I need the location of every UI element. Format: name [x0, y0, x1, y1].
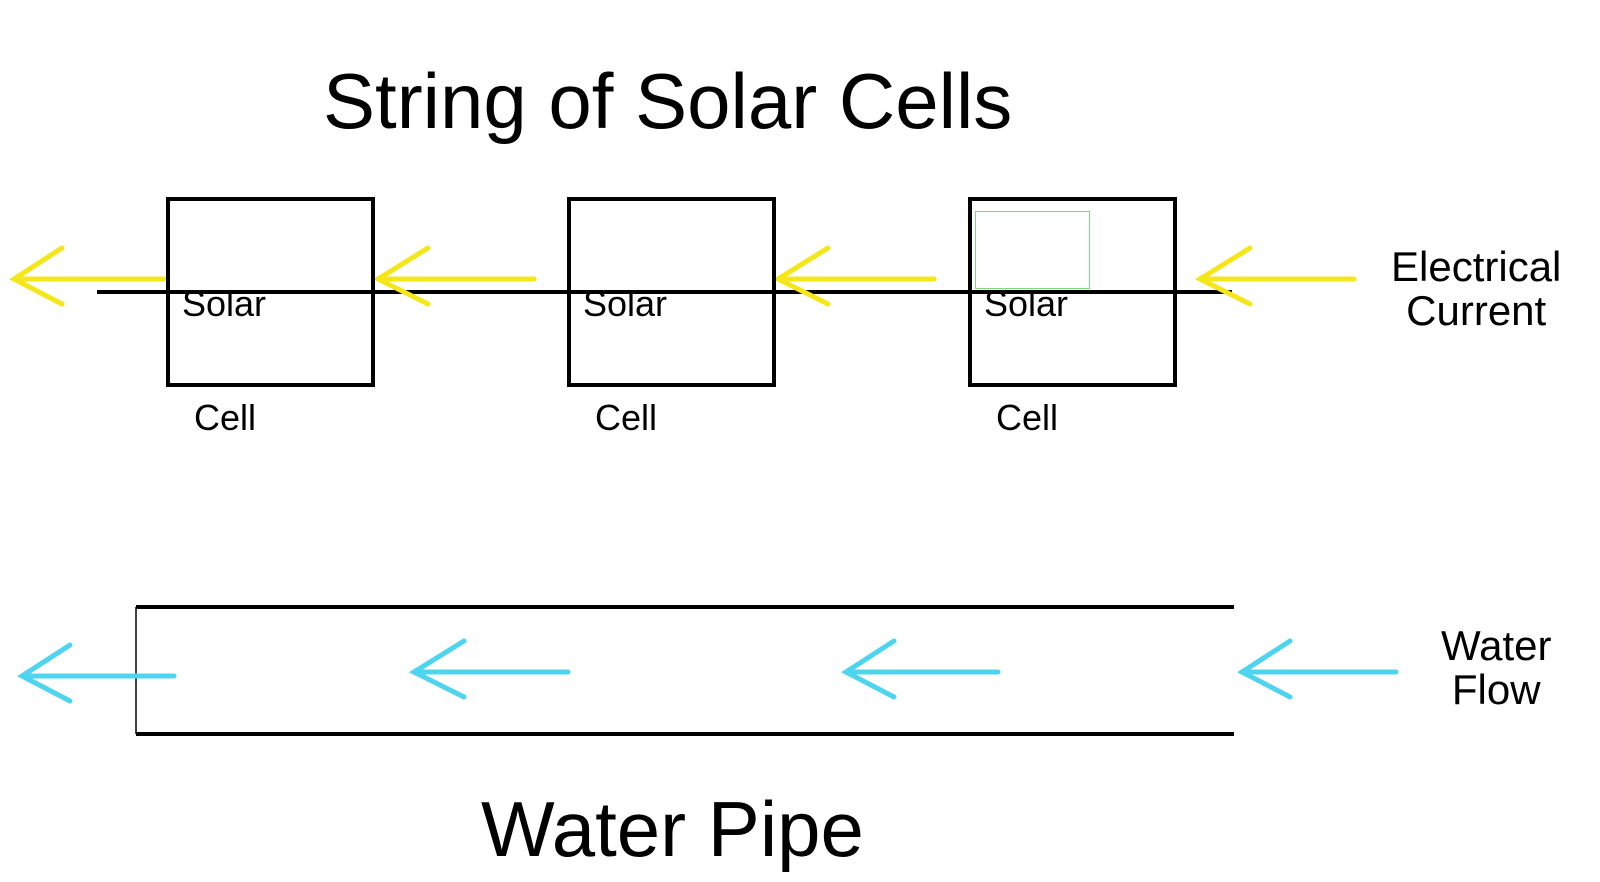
- solar-cell-label-line1: Solar: [583, 283, 668, 324]
- solar-cell-label-line1: Solar: [984, 283, 1069, 324]
- solar-cell-label: Solar Cell: [583, 209, 667, 513]
- water-flow-label: Water Flow: [1441, 624, 1551, 712]
- solar-cell-label-line1: Solar: [182, 283, 267, 324]
- selection-frame: [975, 211, 1090, 289]
- current-arrow-icon: [9, 245, 167, 307]
- solar-cell-label: Solar Cell: [984, 209, 1068, 513]
- solar-cell-box: Solar Cell: [968, 197, 1177, 437]
- solar-cell-box: Solar Cell: [166, 197, 375, 437]
- diagram-title-solar: String of Solar Cells: [323, 57, 1013, 145]
- water-arrow-icon: [408, 638, 571, 700]
- electrical-current-label-line2: Current: [1406, 287, 1547, 334]
- solar-cell-label: Solar Cell: [182, 209, 266, 513]
- solar-cell-label-line2: Cell: [194, 397, 257, 438]
- current-arrow-icon: [372, 245, 537, 307]
- water-arrow-icon: [1237, 638, 1399, 700]
- diagram-title-water: Water Pipe: [481, 785, 864, 873]
- current-arrow-icon: [1194, 245, 1357, 307]
- water-arrow-icon: [841, 638, 1001, 700]
- water-arrow-icon: [17, 642, 177, 704]
- electrical-current-label: Electrical Current: [1391, 245, 1561, 333]
- solar-cell-box: Solar Cell: [567, 197, 776, 437]
- solar-cell-label-line2: Cell: [595, 397, 658, 438]
- solar-cell-label-line2: Cell: [996, 397, 1059, 438]
- water-flow-label-line1: Water: [1441, 622, 1552, 669]
- electrical-current-label-line1: Electrical: [1391, 243, 1562, 290]
- current-arrow-icon: [772, 245, 937, 307]
- water-flow-label-line2: Flow: [1451, 666, 1541, 713]
